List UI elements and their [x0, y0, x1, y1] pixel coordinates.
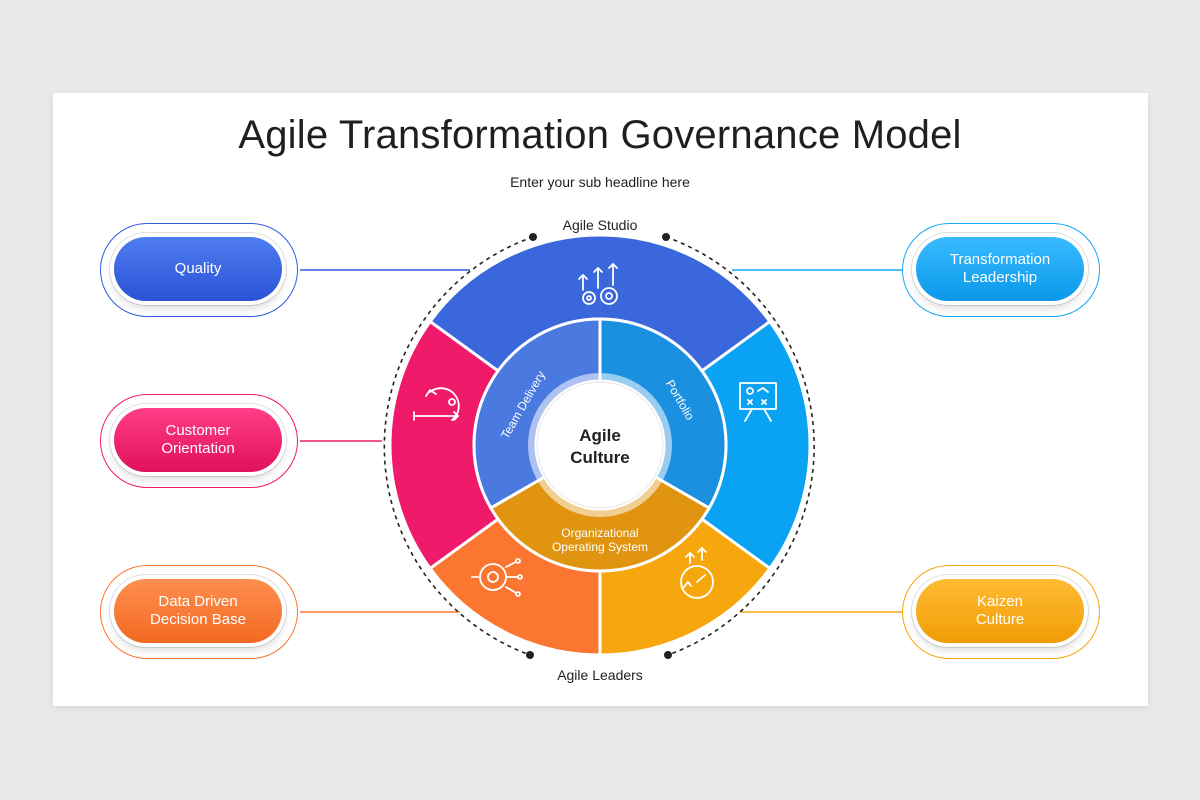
arc-dot	[529, 233, 537, 241]
arc-dot	[526, 651, 534, 659]
pill-label: Quality	[174, 260, 222, 277]
strategy-board-icon	[739, 382, 777, 422]
arc-dot	[662, 233, 670, 241]
cycle-process-icon	[413, 387, 460, 421]
pill-label: Data Driven Decision Base	[150, 593, 246, 628]
page-subtitle: Enter your sub headline here	[510, 174, 690, 190]
dashed-arc-left	[383, 236, 534, 656]
pill-label: Kaizen Culture	[975, 593, 1025, 628]
pill-label: Customer Orientation	[161, 422, 235, 457]
pill-kaizen-culture[interactable]: Kaizen Culture	[902, 565, 1100, 659]
label-agile-studio: Agile Studio	[562, 217, 638, 233]
speedometer-growth-icon	[680, 547, 714, 599]
inner-label-organizational-operating-system: Organizational Operating System	[551, 526, 649, 554]
pill-customer-orientation[interactable]: Customer Orientation	[100, 394, 298, 488]
pill-data-driven-decision-base[interactable]: Data Driven Decision Base	[100, 565, 298, 659]
arc-dot	[664, 651, 672, 659]
pill-quality[interactable]: Quality	[100, 223, 298, 317]
dashed-arc-right	[665, 236, 815, 656]
pill-transformation-leadership[interactable]: Transformation Leadership	[902, 223, 1100, 317]
page-title: Agile Transformation Governance Model	[238, 113, 962, 157]
label-agile-leaders: Agile Leaders	[557, 667, 643, 683]
settings-network-icon	[471, 558, 523, 597]
center-label-agile-culture: Agile Culture	[570, 426, 630, 467]
center-circle	[536, 381, 664, 509]
growth-gears-icon	[578, 263, 618, 305]
pill-label: Transformation Leadership	[949, 251, 1051, 286]
